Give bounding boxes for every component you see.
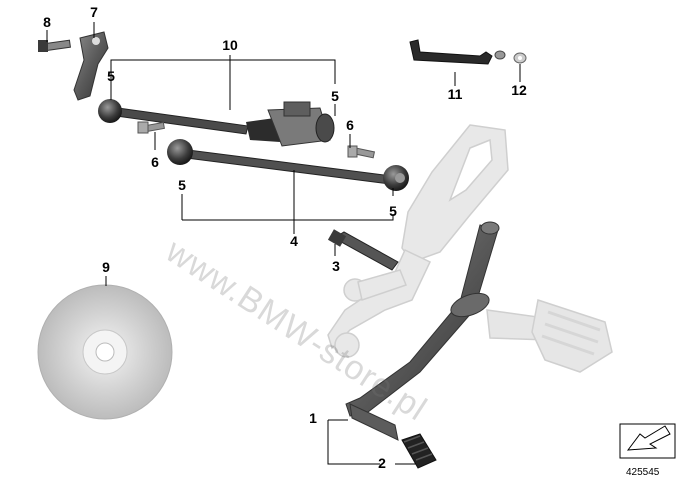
bolt-3 (327, 229, 399, 271)
callout-4[interactable]: 4 (290, 233, 298, 249)
bolt-8 (38, 39, 71, 52)
callout-9[interactable]: 9 (102, 259, 110, 275)
callout-5-lower-right[interactable]: 5 (389, 203, 397, 219)
bracket-7 (73, 31, 109, 101)
callout-6-right[interactable]: 6 (346, 117, 354, 133)
callout-3[interactable]: 3 (332, 258, 340, 274)
callout-8[interactable]: 8 (43, 14, 51, 30)
arrow-box-icon[interactable] (619, 423, 676, 459)
callout-1[interactable]: 1 (309, 410, 317, 426)
gear-shift-lever (345, 221, 500, 469)
callout-12[interactable]: 12 (511, 82, 527, 98)
callout-10[interactable]: 10 (222, 37, 238, 53)
shift-rod-4 (167, 139, 409, 191)
footrest-bracket (327, 124, 509, 358)
callout-5-upper-right[interactable]: 5 (331, 88, 339, 104)
callout-5-lower-left[interactable]: 5 (178, 177, 186, 193)
foot-peg (486, 299, 613, 373)
callout-6-left[interactable]: 6 (151, 154, 159, 170)
leader-lines (46, 22, 521, 465)
diagram-id: 425545 (626, 467, 660, 478)
screw-6-right (347, 145, 376, 159)
callout-5-upper-left[interactable]: 5 (107, 68, 115, 84)
screw-6-left (137, 121, 165, 134)
callout-2[interactable]: 2 (378, 455, 386, 471)
callout-7[interactable]: 7 (90, 4, 98, 20)
cd-9 (37, 284, 173, 420)
washer-12 (494, 50, 527, 64)
callout-11[interactable]: 11 (447, 86, 463, 102)
clip-11 (409, 39, 493, 65)
shift-rod-10 (98, 99, 335, 147)
